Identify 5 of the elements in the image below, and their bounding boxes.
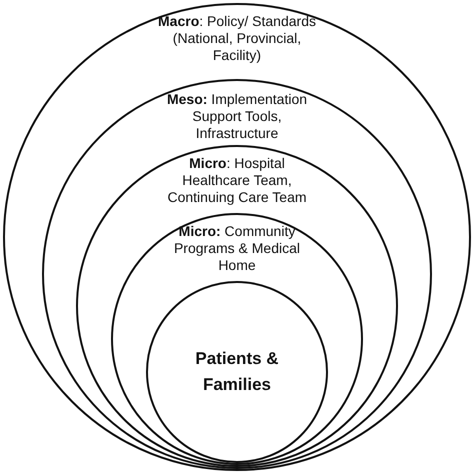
center-label: Patients & Families: [194, 348, 280, 396]
level-label: Micro: Hospital Healthcare Team, Continuing Care Team: [166, 155, 308, 206]
level-label: Micro: Community Programs & Medical Home: [172, 223, 302, 274]
level-label: Macro: Policy/ Standards (National, Provincial, Facility): [157, 13, 317, 64]
level-label: Meso: Implementation Support Tools, Infrastructure: [166, 91, 308, 142]
